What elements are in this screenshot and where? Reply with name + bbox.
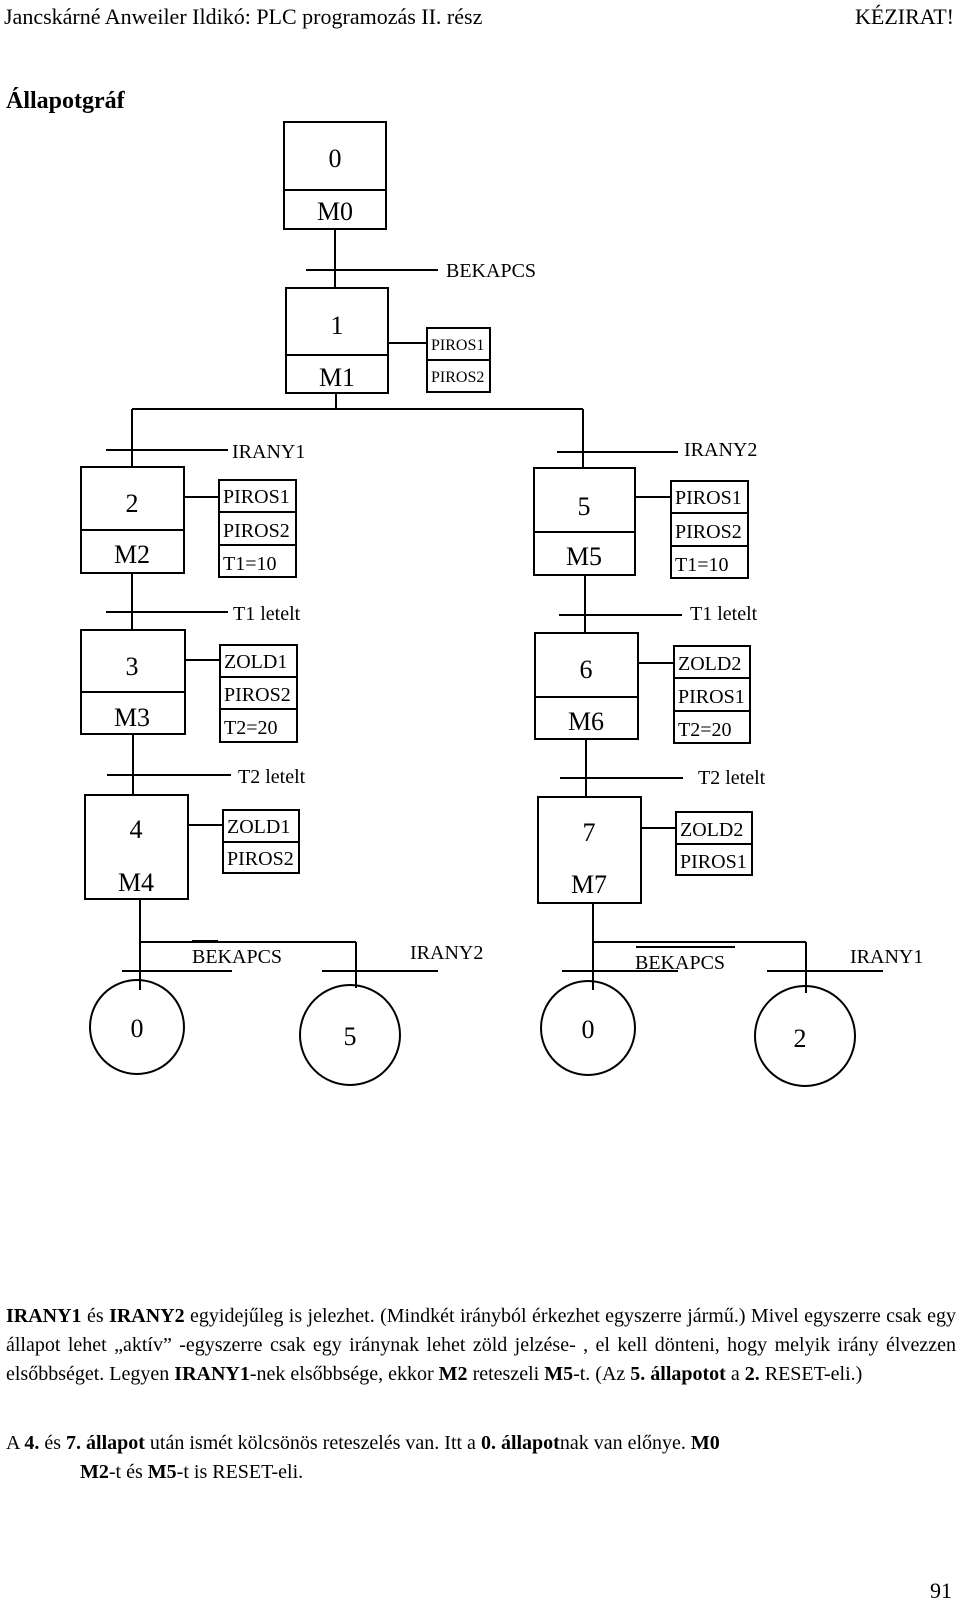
state-0-number: 0	[329, 144, 342, 173]
jump-target-0-right: 0	[582, 1015, 595, 1044]
state-7-marker: M7	[571, 870, 607, 899]
state-6-marker: M6	[568, 707, 604, 736]
jump-target-0-left: 0	[131, 1014, 144, 1043]
page-title: Állapotgráf	[6, 88, 125, 114]
condition-t1-letelt: T1 letelt	[233, 603, 301, 625]
state-3-action: T2=20	[224, 717, 278, 739]
jump-target-circle-0-left	[89, 979, 185, 1075]
header-right: KÉZIRAT!	[855, 4, 954, 29]
state-5-action: PIROS1	[675, 487, 742, 509]
state-7-number: 7	[583, 818, 596, 847]
state-0-marker: M0	[317, 197, 353, 226]
state-3-actions-box	[219, 644, 298, 743]
state-2-action: PIROS1	[223, 486, 290, 508]
state-4-number: 4	[130, 815, 143, 844]
state-5-actions-box	[670, 480, 749, 579]
header-left: Jancskárné Anweiler Ildikó: PLC programo…	[4, 4, 483, 29]
condition-irany1-jump: IRANY1	[850, 946, 923, 968]
state-1-action: PIROS2	[431, 369, 484, 386]
state-graph-diagram: 0 M0 BEKAPCS 1 M1 PIROS1 PIROS2 IRANY1 2…	[80, 121, 923, 1087]
state-7-action: ZOLD2	[680, 819, 743, 841]
state-4-action: PIROS2	[227, 848, 294, 870]
jump-target-5: 5	[344, 1022, 357, 1051]
jump-target-circle-0-right	[540, 980, 636, 1076]
state-5-action: PIROS2	[675, 521, 742, 543]
state-1-action: PIROS1	[431, 337, 484, 354]
state-2-action: PIROS2	[223, 520, 290, 542]
state-2-actions-box	[218, 479, 297, 578]
condition-irany2-jump: IRANY2	[410, 942, 483, 964]
state-6-number: 6	[580, 655, 593, 684]
state-6-action: ZOLD2	[678, 653, 741, 675]
state-3-number: 3	[126, 652, 139, 681]
state-6-action: T2=20	[678, 719, 732, 741]
state-4-marker: M4	[118, 868, 154, 897]
jump-target-circle-2	[754, 985, 856, 1087]
condition-not-bekapcs-right: BEKAPCS	[635, 952, 725, 974]
condition-irany2: IRANY2	[684, 439, 757, 461]
state-6-action: PIROS1	[678, 686, 745, 708]
state-7-box	[537, 796, 642, 904]
condition-t2-letelt: T2 letelt	[238, 766, 306, 788]
state-2-action: T1=10	[223, 553, 277, 575]
state-1-marker: M1	[319, 363, 355, 392]
state-5-action: T1=10	[675, 554, 729, 576]
jump-target-2: 2	[794, 1024, 807, 1053]
page-number: 91	[930, 1578, 952, 1603]
state-5-number: 5	[578, 492, 591, 521]
state-3-action: ZOLD1	[224, 651, 287, 673]
state-3-marker: M3	[114, 703, 150, 732]
condition-bekapcs: BEKAPCS	[446, 260, 536, 282]
state-4-action: ZOLD1	[227, 816, 290, 838]
state-4-box	[84, 794, 189, 900]
state-6-actions-box	[673, 645, 751, 744]
state-1-number: 1	[331, 311, 344, 340]
state-2-marker: M2	[114, 540, 150, 569]
paragraph-priority: IRANY1 és IRANY2 egyidejűleg is jelezhet…	[6, 1305, 956, 1385]
state-7-action: PIROS1	[680, 851, 747, 873]
condition-t2-letelt-right: T2 letelt	[698, 767, 766, 789]
condition-not-bekapcs-left: BEKAPCS	[192, 946, 282, 968]
jump-target-circle-5	[299, 984, 401, 1086]
condition-t1-letelt-right: T1 letelt	[690, 603, 758, 625]
state-2-number: 2	[126, 489, 139, 518]
state-5-marker: M5	[566, 542, 602, 571]
condition-irany1: IRANY1	[232, 441, 305, 463]
paragraph-interlock: A 4. és 7. állapot után ismét kölcsönös …	[6, 1432, 720, 1483]
state-3-action: PIROS2	[224, 684, 291, 706]
